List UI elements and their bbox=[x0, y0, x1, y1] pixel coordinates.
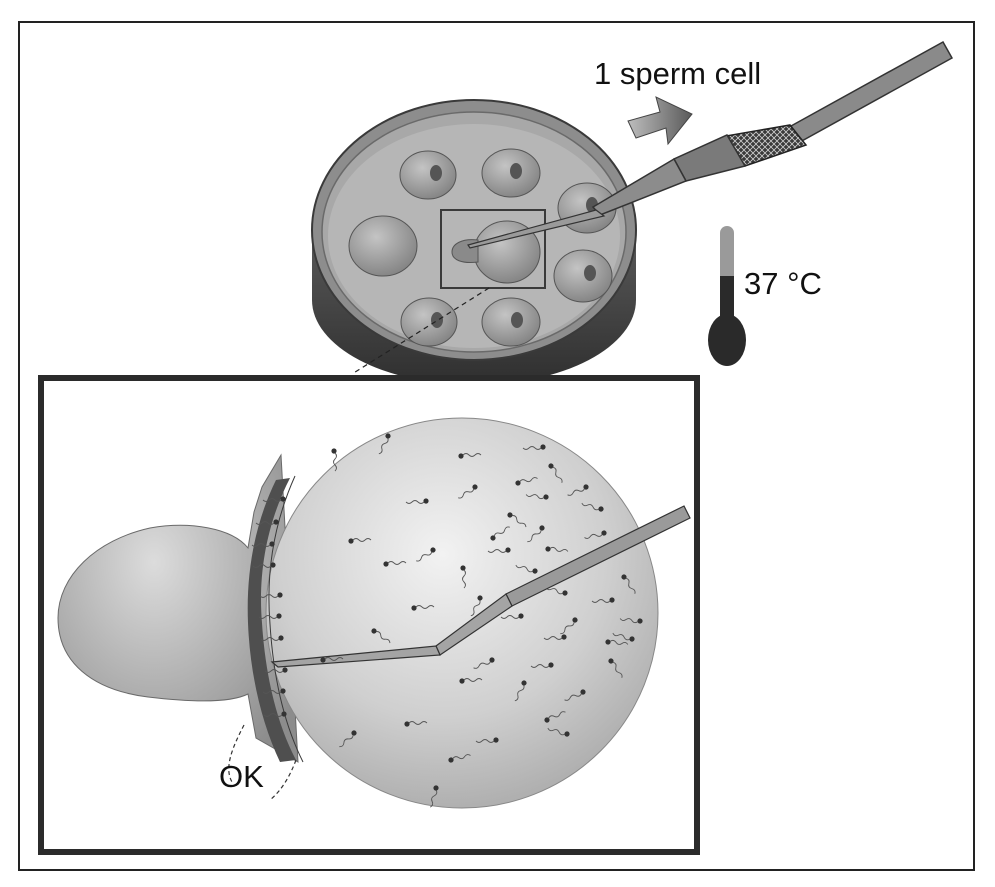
cell bbox=[400, 151, 456, 199]
cell-nucleus bbox=[430, 165, 442, 181]
cell-nucleus bbox=[511, 312, 523, 328]
cell bbox=[349, 216, 417, 276]
cell bbox=[482, 298, 540, 346]
cell-nucleus bbox=[431, 312, 443, 328]
thermometer-icon bbox=[708, 226, 746, 366]
cell bbox=[554, 250, 612, 302]
sperm-label: 1 sperm cell bbox=[594, 56, 761, 91]
cell-nucleus bbox=[584, 265, 596, 281]
cell bbox=[401, 298, 457, 346]
ok-label: OK bbox=[219, 759, 264, 794]
temperature-label: 37 °C bbox=[744, 266, 822, 301]
arrow-icon bbox=[628, 97, 692, 144]
cell-nucleus bbox=[510, 163, 522, 179]
